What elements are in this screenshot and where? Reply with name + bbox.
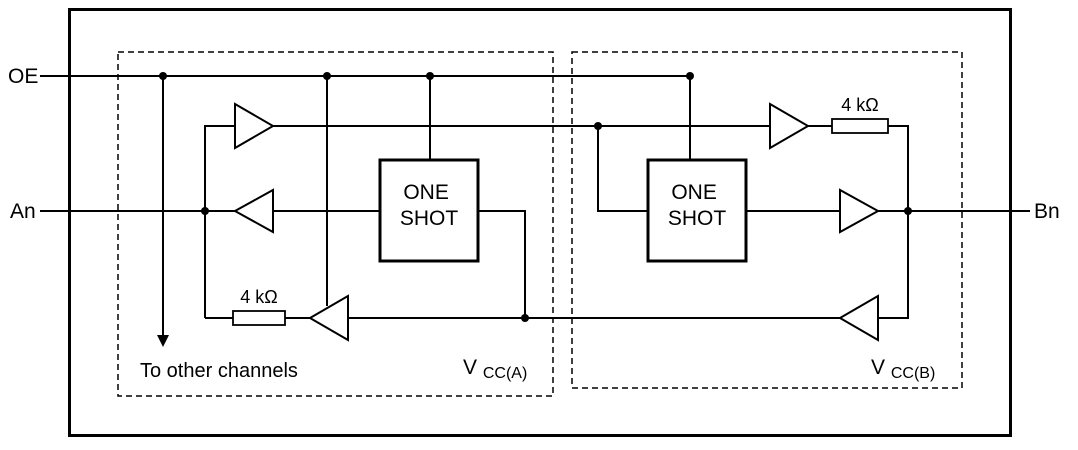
an-node-vertical [204, 125, 235, 318]
junction-dot [521, 314, 529, 322]
resistor-a [232, 310, 286, 326]
output-buffer-a-triangle [308, 294, 349, 342]
vcca-label-main: V [463, 356, 477, 379]
resistor-b-label: 4 kΩ [841, 95, 878, 115]
oe-label: OE [8, 65, 38, 88]
wires [40, 75, 1030, 336]
oneshot-b-box [646, 158, 748, 263]
oneshot-b-tap-line [597, 126, 648, 212]
bn-feedback-line [878, 211, 909, 319]
junction-dot [426, 72, 434, 80]
junction-dot [159, 72, 167, 80]
buffer-a-to-b-triangle [234, 102, 275, 150]
resistor-b [831, 118, 889, 134]
junction-dot [686, 72, 694, 80]
resistor-b-right-line [888, 125, 909, 211]
junction-dot [904, 207, 912, 215]
oneshot-b-label-line1: ONE [671, 181, 717, 204]
junction-dots [159, 72, 912, 322]
vcca-label: V CC(A) [463, 356, 527, 382]
output-buffer-b-triangle [769, 102, 810, 150]
oneshot-a-driver-triangle [232, 188, 274, 234]
oneshot-a-label-line1: ONE [403, 181, 449, 204]
oneshot-a-box [378, 158, 480, 263]
resistor-a-label: 4 kΩ [240, 287, 277, 307]
an-label: An [10, 200, 36, 223]
vccb-label: V CC(B) [871, 356, 935, 382]
vccb-label-sub: CC(B) [891, 365, 935, 382]
oneshot-a-tap-line [478, 210, 526, 318]
outer-border [68, 8, 1012, 437]
buffers [232, 102, 881, 342]
vcca-label-sub: CC(A) [483, 365, 527, 382]
buffer-b-to-a-triangle [838, 294, 879, 342]
oneshot-a-label-line2: SHOT [400, 207, 459, 230]
bn-label: Bn [1034, 200, 1060, 223]
junction-dot [201, 207, 209, 215]
down-arrow-icon [157, 335, 169, 347]
vccb-label-main: V [871, 356, 885, 379]
oneshot-b-label: ONE SHOT [668, 181, 727, 230]
oneshot-a-label: ONE SHOT [400, 181, 459, 230]
vcca-domain-box [117, 51, 554, 397]
junction-dot [323, 72, 331, 80]
vccb-domain-box [571, 51, 963, 389]
oneshot-b-driver-triangle [839, 188, 881, 234]
oneshot-b-label-line2: SHOT [668, 207, 727, 230]
to-other-channels-label: To other channels [140, 360, 298, 382]
junction-dot [594, 122, 602, 130]
